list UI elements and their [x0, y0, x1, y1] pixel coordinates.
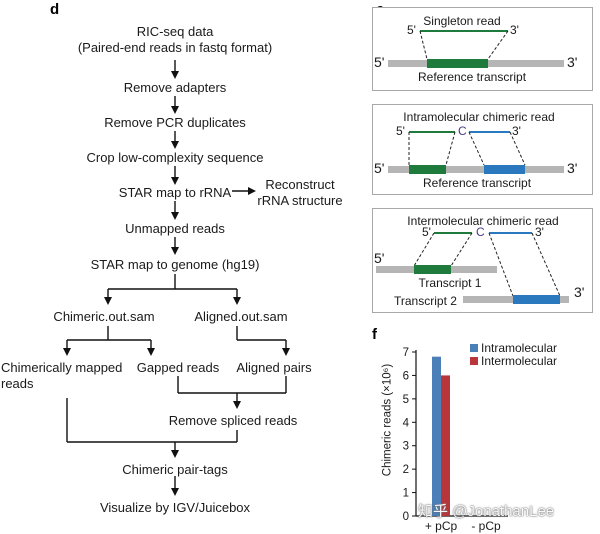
node-aligned-pairs: Aligned pairs: [236, 360, 312, 375]
inter-t1-5prime: 5': [374, 250, 385, 266]
node-chimeric-tags: Chimeric pair-tags: [122, 462, 228, 477]
node-remove-pcr: Remove PCR duplicates: [104, 115, 246, 130]
intra-read-3prime: 3': [512, 124, 521, 138]
singleton-read-3prime: 3': [510, 23, 519, 37]
node-remove-spliced: Remove spliced reads: [168, 413, 298, 428]
transcript-2-label: Transcript 2: [394, 294, 457, 308]
intra-blue-segment: [484, 165, 525, 174]
node-chimerically-2: reads: [1, 376, 34, 391]
chart-x-tick-label: - pCp: [471, 519, 501, 533]
intra-dash-4: [509, 131, 526, 166]
panel-label-d: d: [50, 1, 60, 18]
legend-label-intermolecular: Intermolecular: [481, 354, 558, 368]
panel-label-f: f: [372, 326, 377, 343]
legend-swatch-intermolecular: [470, 357, 478, 365]
inter-junction-c: C: [476, 225, 485, 239]
transcript-1-label: Transcript 1: [418, 276, 482, 290]
chart-y-tick-label: 7: [403, 347, 409, 359]
node-gapped: Gapped reads: [136, 360, 220, 375]
inter-dash-4: [531, 232, 561, 297]
node-reconstruct-2: rRNA structure: [257, 193, 343, 208]
chart-y-tick-label: 0: [403, 511, 409, 523]
chart-y-tick-label: 1: [403, 488, 409, 500]
legend-swatch-intramolecular: [470, 344, 478, 352]
node-star-rrna: STAR map to rRNA: [118, 185, 232, 200]
intra-green-segment: [409, 165, 446, 174]
chart-bar: [432, 356, 441, 516]
node-chimerically-1: Chimerically mapped: [1, 360, 123, 375]
singleton-ref-5prime: 5': [374, 54, 385, 70]
singleton-title: Singleton read: [423, 14, 501, 28]
chart-y-tick-label: 5: [403, 394, 409, 406]
legend-label-intramolecular: Intramolecular: [481, 341, 558, 355]
watermark: 知乎 @JonathanLee: [418, 503, 555, 520]
node-ric-seq: RIC-seq data: [136, 24, 214, 39]
inter-dash-1: [413, 232, 435, 267]
intra-title: Intramolecular chimeric read: [403, 110, 555, 124]
intra-dash-2: [445, 131, 456, 166]
singleton-ref-label: Reference transcript: [417, 70, 527, 84]
chart-y-axis-label: Chimeric reads (×10⁶): [381, 363, 394, 477]
intra-ref-label: Reference transcript: [422, 176, 532, 190]
chart-y-tick-label: 4: [403, 417, 410, 429]
chart-y-tick-label: 3: [403, 441, 409, 453]
intra-ref-3prime: 3': [567, 160, 578, 176]
node-reconstruct-1: Reconstruct: [265, 177, 335, 192]
singleton-read-5prime: 5': [407, 23, 416, 37]
singleton-read-box: [372, 7, 593, 91]
node-unmapped: Unmapped reads: [125, 221, 225, 236]
inter-title: Intermolecular chimeric read: [407, 214, 559, 228]
chart-y-tick-label: 6: [403, 370, 409, 382]
chart-y-tick-label: 2: [403, 464, 409, 476]
inter-read-3prime: 3': [535, 225, 544, 239]
intra-dash-3: [468, 131, 485, 166]
intra-reference-bar: [388, 166, 564, 173]
inter-dash-2: [450, 232, 473, 267]
inter-t2-3prime: 3': [574, 284, 585, 300]
intra-read-5prime: 5': [396, 124, 405, 138]
intra-junction-c: C: [458, 124, 467, 138]
transcript-1-green-segment: [414, 265, 451, 274]
intra-ref-5prime: 5': [374, 160, 385, 176]
inter-dash-3: [488, 232, 514, 297]
singleton-dash-right: [487, 30, 509, 60]
chart-bar: [441, 375, 450, 516]
node-visualize: Visualize by IGV/Juicebox: [99, 500, 251, 515]
chart-x-tick-label: + pCp: [425, 519, 458, 533]
inter-read-5prime: 5': [422, 225, 431, 239]
singleton-ref-3prime: 3': [567, 54, 578, 70]
node-crop-low: Crop low-complexity sequence: [86, 150, 264, 165]
singleton-aligned-segment: [427, 59, 488, 68]
node-star-genome: STAR map to genome (hg19): [90, 257, 260, 272]
node-chimeric-out: Chimeric.out.sam: [53, 309, 155, 324]
node-ric-seq-sub: (Paired-end reads in fastq format): [77, 40, 273, 55]
node-remove-adapters: Remove adapters: [123, 80, 227, 95]
node-aligned-out: Aligned.out.sam: [194, 309, 288, 324]
transcript-2-blue-segment: [513, 295, 560, 304]
